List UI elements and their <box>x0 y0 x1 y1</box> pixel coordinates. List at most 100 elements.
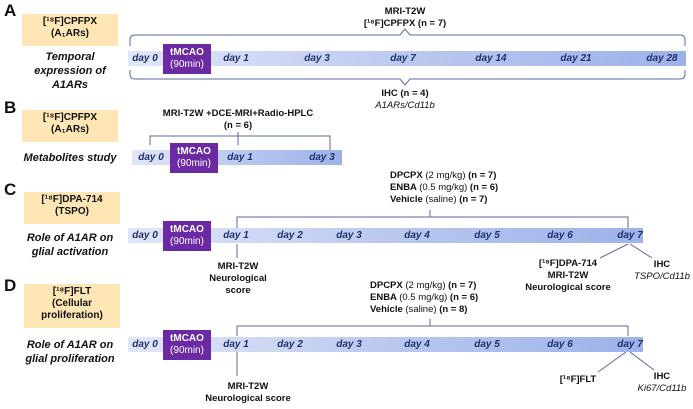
treatment-row: DPCPX (2 mg/kg) (n = 7) <box>390 170 497 181</box>
bracket-b <box>149 135 331 150</box>
tag-line: (A₁ARs) <box>50 28 90 39</box>
panel-letter-c: C <box>4 180 17 199</box>
bracket-d <box>236 325 629 336</box>
note-line: Ki67/Cd11b <box>637 383 687 394</box>
day-label: day 0 <box>138 152 164 163</box>
day-label: day 6 <box>547 339 573 350</box>
day-label: day 1 <box>223 53 249 64</box>
label-line: Temporal <box>45 51 95 63</box>
tag-line: proliferation) <box>41 310 103 321</box>
label-line: glial activation <box>31 246 109 258</box>
treatment-list-d: DPCPX (2 mg/kg) (n = 7) ENBA (0.5 mg/kg)… <box>370 280 478 316</box>
day-label: day 2 <box>277 339 303 350</box>
tag-line: (A₁ARs) <box>50 124 90 135</box>
tracer-tag-b: [¹⁸F]CPFPX (A₁ARs) <box>22 110 118 142</box>
tmcao-box-d: tMCAO (90min) <box>163 330 211 360</box>
note-line: [¹⁸F]DPA-714 <box>538 258 598 269</box>
tag-line: [¹⁸F]CPFPX <box>42 112 98 123</box>
panel-b-top-note: MRI-T2W +DCE-MRI+Radio-HPLC (n = 6) <box>163 108 313 132</box>
note-line: TSPO/Cd11b <box>634 271 690 282</box>
day1-note-d: MRI-T2W Neurological score <box>205 381 291 405</box>
tag-line: (TSPO) <box>55 206 89 217</box>
ihc-note-d: IHC Ki67/Cd11b <box>638 371 687 395</box>
day-label: day 1 <box>223 339 249 350</box>
timeline-bar-d <box>128 337 643 352</box>
panel-letter-d: D <box>4 276 17 295</box>
tracer-tag-c: [¹⁸F]DPA-714 (TSPO) <box>24 192 120 224</box>
note-line: IHC <box>653 371 671 382</box>
day-label: day 3 <box>309 152 335 163</box>
note-line: IHC (n = 4) <box>381 88 429 99</box>
day-label: day 4 <box>404 230 430 241</box>
tag-line: (Cellular <box>51 298 92 309</box>
treatment-row: Vehicle (saline) (n = 8) <box>370 304 468 315</box>
note-line: MRI-T2W <box>384 6 426 17</box>
note-line: score <box>225 285 251 296</box>
day-label: day 7 <box>617 230 643 241</box>
tag-line: [¹⁸F]FLT <box>52 286 92 297</box>
day-label: day 7 <box>617 339 643 350</box>
treatment-row: DPCPX (2 mg/kg) (n = 7) <box>370 280 477 291</box>
note-line: MRI-T2W +DCE-MRI+Radio-HPLC <box>162 108 314 119</box>
brace-a-bottom <box>129 70 686 86</box>
note-line: Neurological score <box>205 393 291 404</box>
tmcao-duration: (90min) <box>170 236 204 247</box>
tracer-tag-a: [¹⁸F]CPFPX (A₁ARs) <box>22 14 118 46</box>
day-label: day 21 <box>560 53 592 64</box>
tmcao-box-c: tMCAO (90min) <box>163 221 211 251</box>
day-label: day 3 <box>304 53 330 64</box>
day-label: day 5 <box>474 339 500 350</box>
day1-note-c: MRI-T2W Neurological score <box>209 261 267 297</box>
label-line: A1ARs <box>51 79 89 91</box>
day-label: day 1 <box>223 230 249 241</box>
note-line: A1ARs/Cd11b <box>375 100 435 111</box>
tmcao-title: tMCAO <box>177 146 211 157</box>
tmcao-duration: (90min) <box>177 158 211 169</box>
day-label: day 14 <box>475 53 507 64</box>
day-label: day 4 <box>404 339 430 350</box>
tmcao-box-a: tMCAO (90min) <box>163 44 211 74</box>
day-label: day 3 <box>336 339 362 350</box>
timeline-bar-c <box>128 228 643 243</box>
note-line: [¹⁸F]FLT <box>559 374 597 385</box>
side-label-b: Metabolites study <box>23 152 117 164</box>
day-label: day 5 <box>474 230 500 241</box>
bracket-c <box>236 216 629 228</box>
side-label-d: Role of A1AR on glial proliferation <box>14 338 126 366</box>
day-label: day 1 <box>227 152 253 163</box>
tmcao-title: tMCAO <box>170 333 204 344</box>
note-line: IHC <box>653 259 671 270</box>
label-line: glial proliferation <box>25 353 115 365</box>
side-label-c: Role of A1AR on glial activation <box>14 231 126 259</box>
tmcao-duration: (90min) <box>170 59 204 70</box>
ihc-note-c: IHC TSPO/Cd11b <box>634 259 690 283</box>
treatment-row: Vehicle (saline) (n = 7) <box>390 194 488 205</box>
note-line: MRI-T2W <box>227 381 269 392</box>
tmcao-title: tMCAO <box>170 224 204 235</box>
day-label: day 3 <box>336 230 362 241</box>
day-label: day 28 <box>646 53 678 64</box>
tmcao-box-b: tMCAO (90min) <box>170 143 218 173</box>
note-line: Neurological score <box>525 282 611 293</box>
tmcao-duration: (90min) <box>170 345 204 356</box>
panel-letter-a: A <box>4 1 17 20</box>
panel-a-bottom-note: IHC (n = 4) A1ARs/Cd11b <box>375 88 435 112</box>
note-line: [¹⁸F]CPFPX (n = 7) <box>363 18 447 29</box>
side-label-a: Temporal expression of A1ARs <box>14 50 126 92</box>
day7-note-c: [¹⁸F]DPA-714 MRI-T2W Neurological score <box>525 258 611 294</box>
treatment-row: ENBA (0.5 mg/kg) (n = 6) <box>390 182 499 193</box>
treatment-row: ENBA (0.5 mg/kg) (n = 6) <box>370 292 479 303</box>
timeline-bar-a <box>128 51 686 66</box>
label-line: Role of A1AR on <box>26 232 114 244</box>
panel-a-top-note: MRI-T2W [¹⁸F]CPFPX (n = 7) <box>364 6 446 30</box>
tmcao-title: tMCAO <box>170 47 204 58</box>
day-label: day 0 <box>132 339 158 350</box>
day-label: day 6 <box>547 230 573 241</box>
day-label: day 2 <box>277 230 303 241</box>
note-line: MRI-T2W <box>217 261 259 272</box>
panel-letter-b: B <box>4 98 17 117</box>
tag-line: [¹⁸F]CPFPX <box>42 16 98 27</box>
tracer-tag-d: [¹⁸F]FLT (Cellular proliferation) <box>24 284 120 328</box>
tag-line: [¹⁸F]DPA-714 <box>41 194 103 205</box>
